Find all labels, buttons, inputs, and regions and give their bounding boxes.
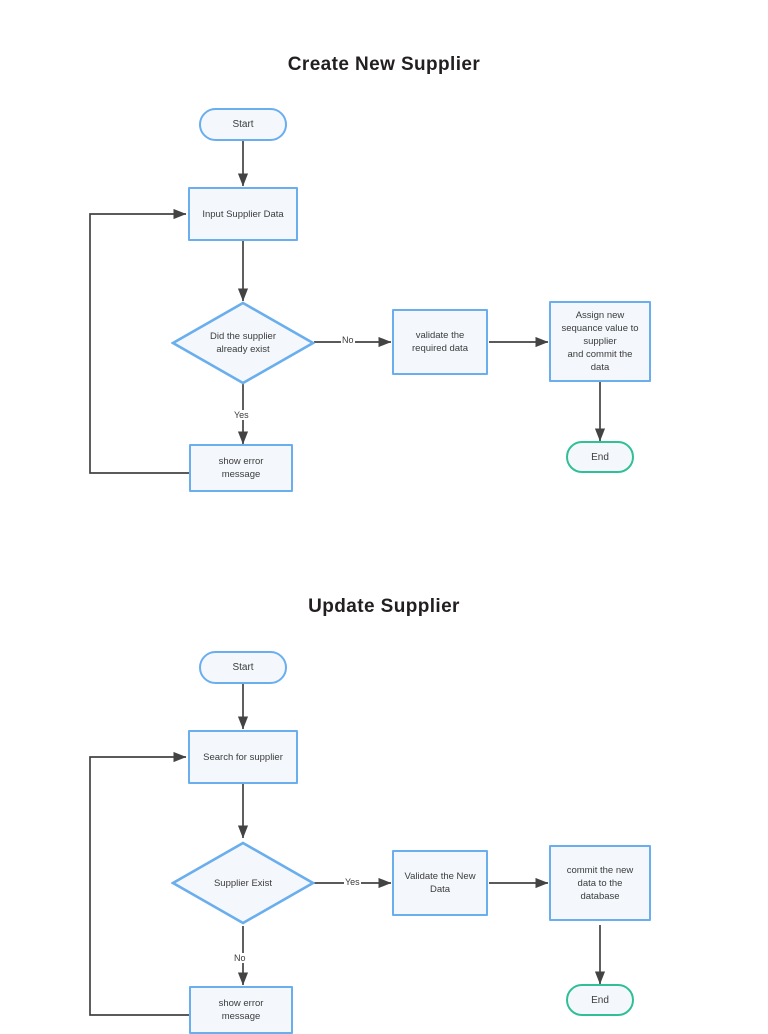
node-start-update[interactable]: Start bbox=[199, 651, 287, 684]
node-end-create[interactable]: End bbox=[566, 441, 634, 473]
diamond-shape-icon bbox=[171, 841, 315, 925]
decision-label-update: Supplier Exist bbox=[213, 877, 273, 889]
edge-label-yes-update: Yes bbox=[344, 877, 361, 887]
node-decision-supplier-exists-create[interactable]: Did the supplier already exist bbox=[171, 301, 315, 385]
node-show-error-message-update[interactable]: show error message bbox=[189, 986, 293, 1034]
decision-label-create: Did the supplier already exist bbox=[209, 331, 276, 355]
node-validate-required-data[interactable]: validate the required data bbox=[392, 309, 488, 375]
diamond-shape-icon bbox=[171, 301, 315, 385]
node-input-supplier-data[interactable]: Input Supplier Data bbox=[188, 187, 298, 241]
edge-label-no-update: No bbox=[233, 953, 247, 963]
node-commit-new-data-to-database[interactable]: commit the new data to the database bbox=[549, 845, 651, 921]
node-start-create[interactable]: Start bbox=[199, 108, 287, 141]
edge-error-loopback-to-input bbox=[89, 208, 189, 474]
node-end-update[interactable]: End bbox=[566, 984, 634, 1016]
edge2-error-loopback-to-search bbox=[89, 751, 189, 1016]
node-search-for-supplier[interactable]: Search for supplier bbox=[188, 730, 298, 784]
node-assign-sequence-and-commit[interactable]: Assign new sequance value to supplier an… bbox=[549, 301, 651, 382]
node-validate-the-new-data[interactable]: Validate the New Data bbox=[392, 850, 488, 916]
edge-label-yes-create: Yes bbox=[233, 410, 250, 420]
page-title-create-new-supplier: Create New Supplier bbox=[287, 54, 481, 75]
page-title-update-supplier: Update Supplier bbox=[308, 596, 460, 617]
node-show-error-message-create[interactable]: show error message bbox=[189, 444, 293, 492]
edge-label-no-create: No bbox=[341, 335, 355, 345]
node-decision-supplier-exist-update[interactable]: Supplier Exist bbox=[171, 841, 315, 925]
